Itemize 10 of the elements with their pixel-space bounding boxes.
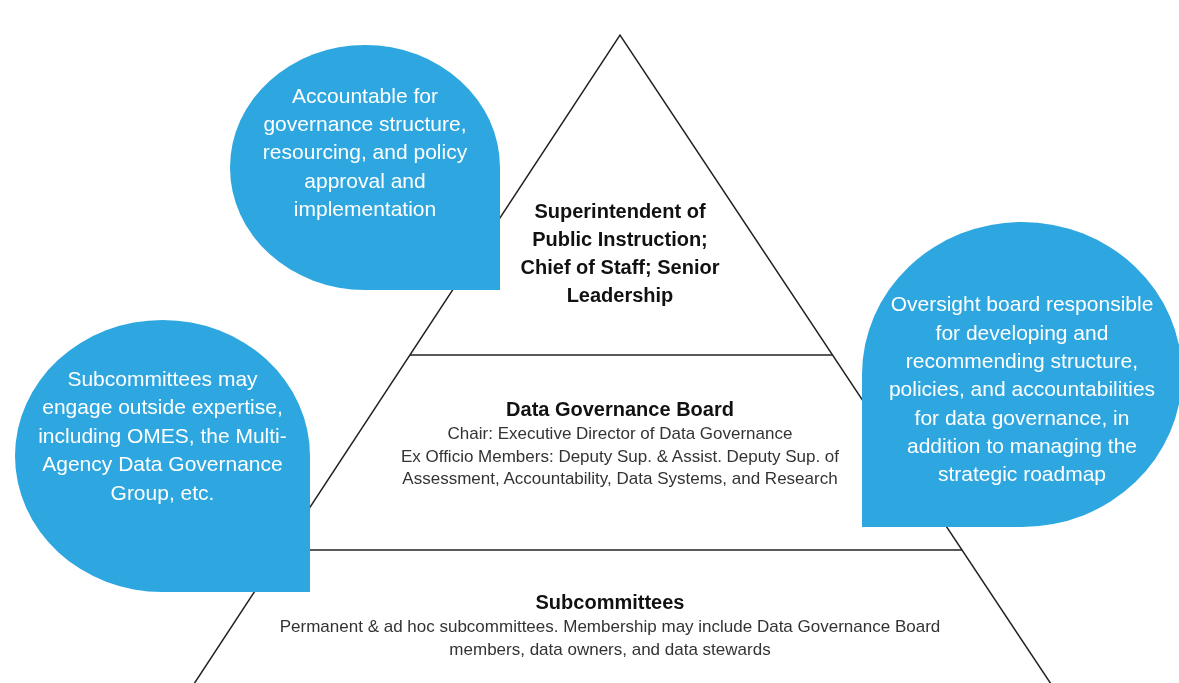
callout-text: Oversight board responsible for developing and recommending structure, policies, and accountabilities for data governance, in addition to managing the strategic roadmap bbox=[888, 291, 1156, 488]
callout-text: Subcommittees may engage outside expertise, including OMES, the Multi-Agency Data Governance Group, etc. bbox=[37, 366, 288, 506]
tier-title: Subcommittees bbox=[535, 590, 685, 616]
tier-description: Ex Officio Members: Deputy Sup. & Assist. Deputy Sup. of Assessment, Accountability, Data Systems, and Research bbox=[399, 445, 841, 491]
speech-bubble bbox=[862, 222, 1179, 527]
tier-description: Chair: Executive Director of Data Governance bbox=[447, 422, 793, 445]
callout-text: Accountable for governance structure, resourcing, and policy approval and implementation bbox=[261, 82, 469, 222]
tier-description: Permanent & ad hoc subcommittees. Membership may include Data Governance Board members, data owners, and data stewards bbox=[278, 616, 942, 661]
tier-title: Data Governance Board bbox=[506, 396, 734, 422]
tier-title: Superintendent of Public Instruction; Chief of Staff; Senior Leadership bbox=[520, 198, 720, 308]
